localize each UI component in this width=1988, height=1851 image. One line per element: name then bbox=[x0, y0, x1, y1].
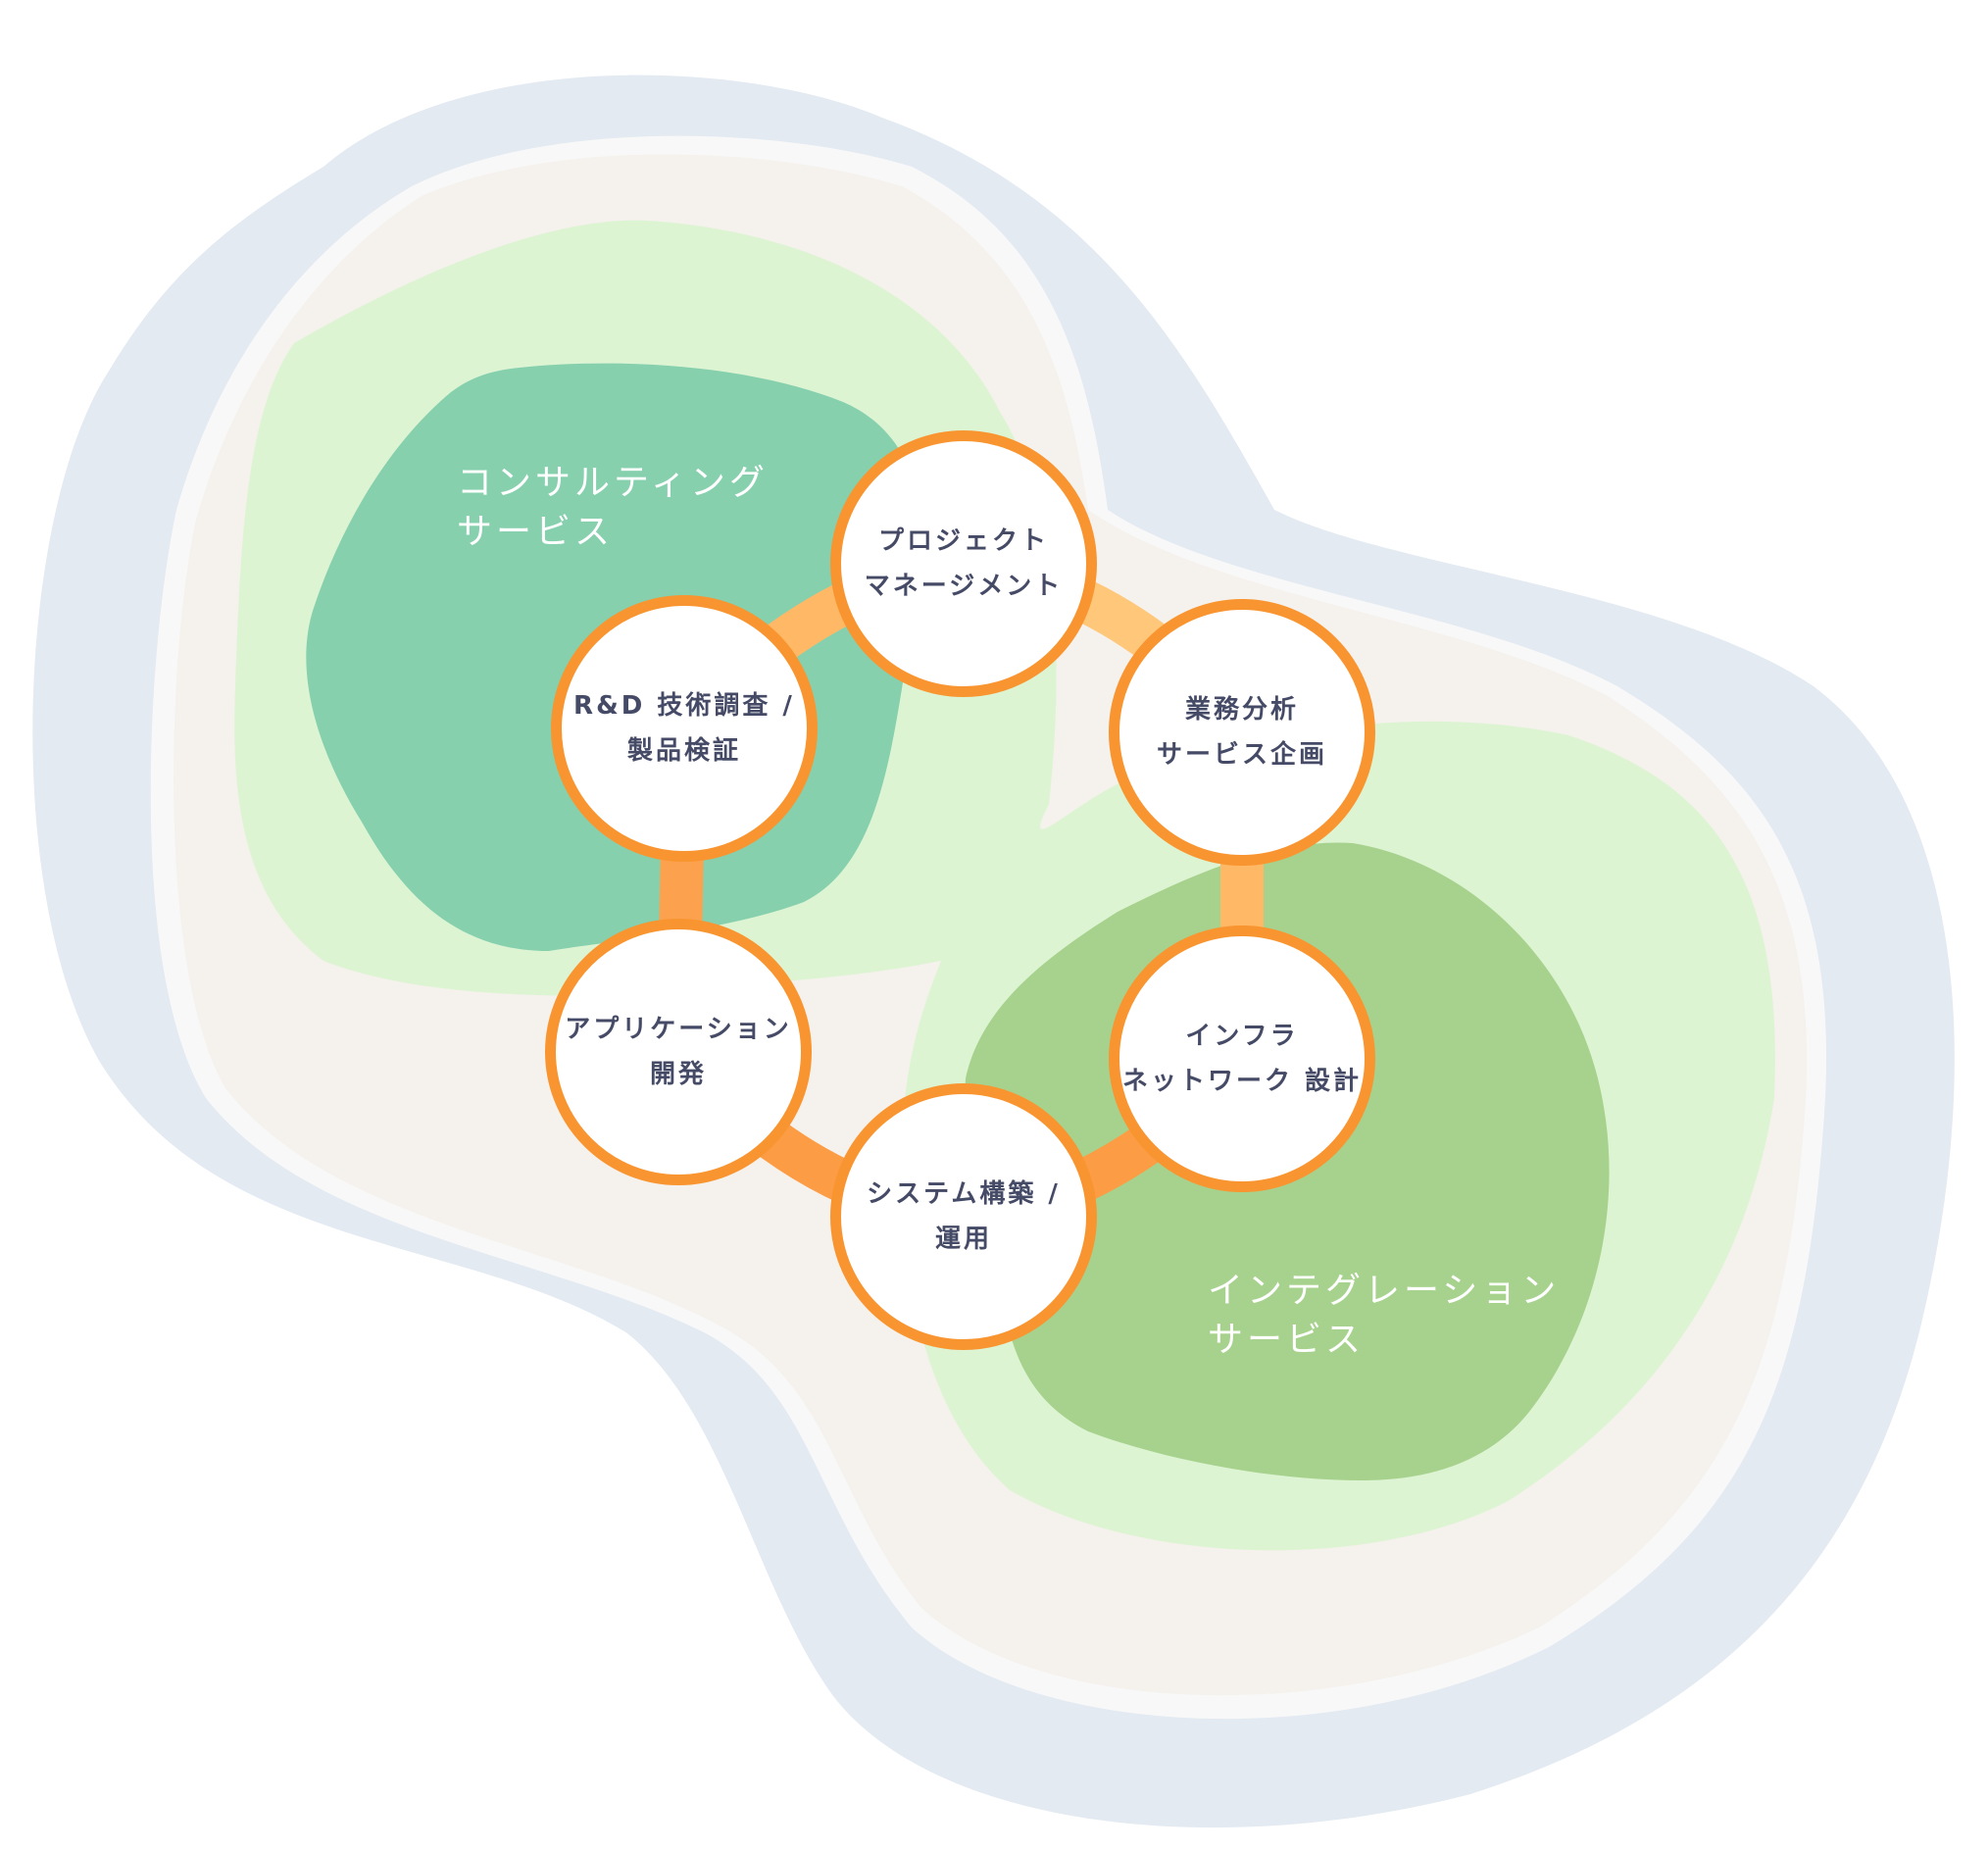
node-label-line-1: プロジェクト bbox=[877, 526, 1049, 556]
node-app-development: アプリケーション 開発 bbox=[545, 919, 812, 1185]
integration-label-line-2: サービス bbox=[1208, 1320, 1366, 1360]
node-label-line-1: アプリケーション bbox=[565, 1015, 792, 1044]
consulting-label-line-1: コンサルティング bbox=[457, 463, 769, 503]
node-label-line-1: R&D 技術調査 / bbox=[573, 691, 795, 721]
consulting-label-line-2: サービス bbox=[457, 512, 615, 552]
node-label-line-1: 業務分析 bbox=[1184, 695, 1299, 725]
node-label-line-2: サービス企画 bbox=[1156, 740, 1327, 770]
node-label-line-2: 運用 bbox=[934, 1225, 992, 1254]
node-label-line-2: マネージメント bbox=[864, 572, 1064, 601]
node-system-build: システム構築 / 運用 bbox=[830, 1083, 1097, 1350]
integration-label-line-1: インテグレーション bbox=[1208, 1271, 1561, 1311]
consulting-region-label: コンサルティング サービス bbox=[457, 459, 769, 557]
node-label-line-1: システム構築 / bbox=[867, 1179, 1061, 1209]
node-project-management: プロジェクト マネージメント bbox=[830, 430, 1097, 697]
node-business-analysis: 業務分析 サービス企画 bbox=[1109, 599, 1375, 866]
node-rnd: R&D 技術調査 / 製品検証 bbox=[551, 595, 818, 862]
node-infrastructure: インフラ ネットワーク 設計 bbox=[1109, 926, 1375, 1192]
node-label-line-2: 製品検証 bbox=[626, 736, 741, 766]
node-label-line-2: 開発 bbox=[649, 1060, 707, 1089]
node-label-line-2: ネットワーク 設計 bbox=[1121, 1067, 1363, 1096]
node-label-line-1: インフラ bbox=[1185, 1022, 1299, 1051]
integration-region-label: インテグレーション サービス bbox=[1208, 1267, 1560, 1365]
